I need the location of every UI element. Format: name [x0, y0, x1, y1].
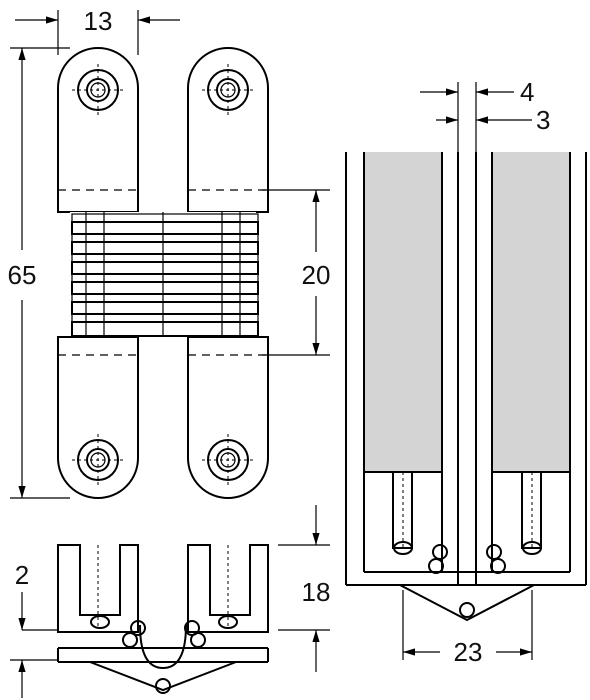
screw-hole-upper-left — [72, 64, 124, 116]
dim-label-13: 13 — [84, 6, 113, 36]
dimension-height-20: 20 — [262, 189, 331, 356]
dimension-offset-2: 2 — [10, 560, 58, 698]
dim-label-4: 4 — [520, 77, 534, 107]
dimension-gap-4: 4 — [420, 77, 534, 152]
lower-right-leaf — [187, 336, 269, 499]
dim-label-2: 2 — [15, 560, 29, 590]
dim-label-3: 3 — [536, 105, 550, 135]
front-view — [57, 47, 269, 499]
screw-hole-lower-left — [72, 434, 124, 486]
dim-label-20: 20 — [302, 260, 331, 290]
lower-left-leaf — [57, 336, 139, 499]
bottom-section-view — [57, 544, 269, 694]
screw-hole-upper-right — [202, 64, 254, 116]
dimension-width-13: 13 — [15, 6, 180, 55]
dim-label-65: 65 — [8, 260, 37, 290]
wood-panel-left — [364, 152, 442, 472]
dimension-depth-18: 18 — [278, 505, 330, 672]
dim-label-18: 18 — [302, 577, 331, 607]
dimension-gap-3: 3 — [436, 105, 550, 135]
dimension-height-65: 65 — [8, 47, 70, 499]
hinge-knuckle-stack — [70, 212, 259, 337]
installed-section-view — [345, 152, 587, 622]
dimension-width-23: 23 — [402, 590, 533, 667]
screw-hole-lower-right — [202, 434, 254, 486]
wood-panel-right — [492, 152, 570, 472]
dim-label-23: 23 — [454, 637, 483, 667]
